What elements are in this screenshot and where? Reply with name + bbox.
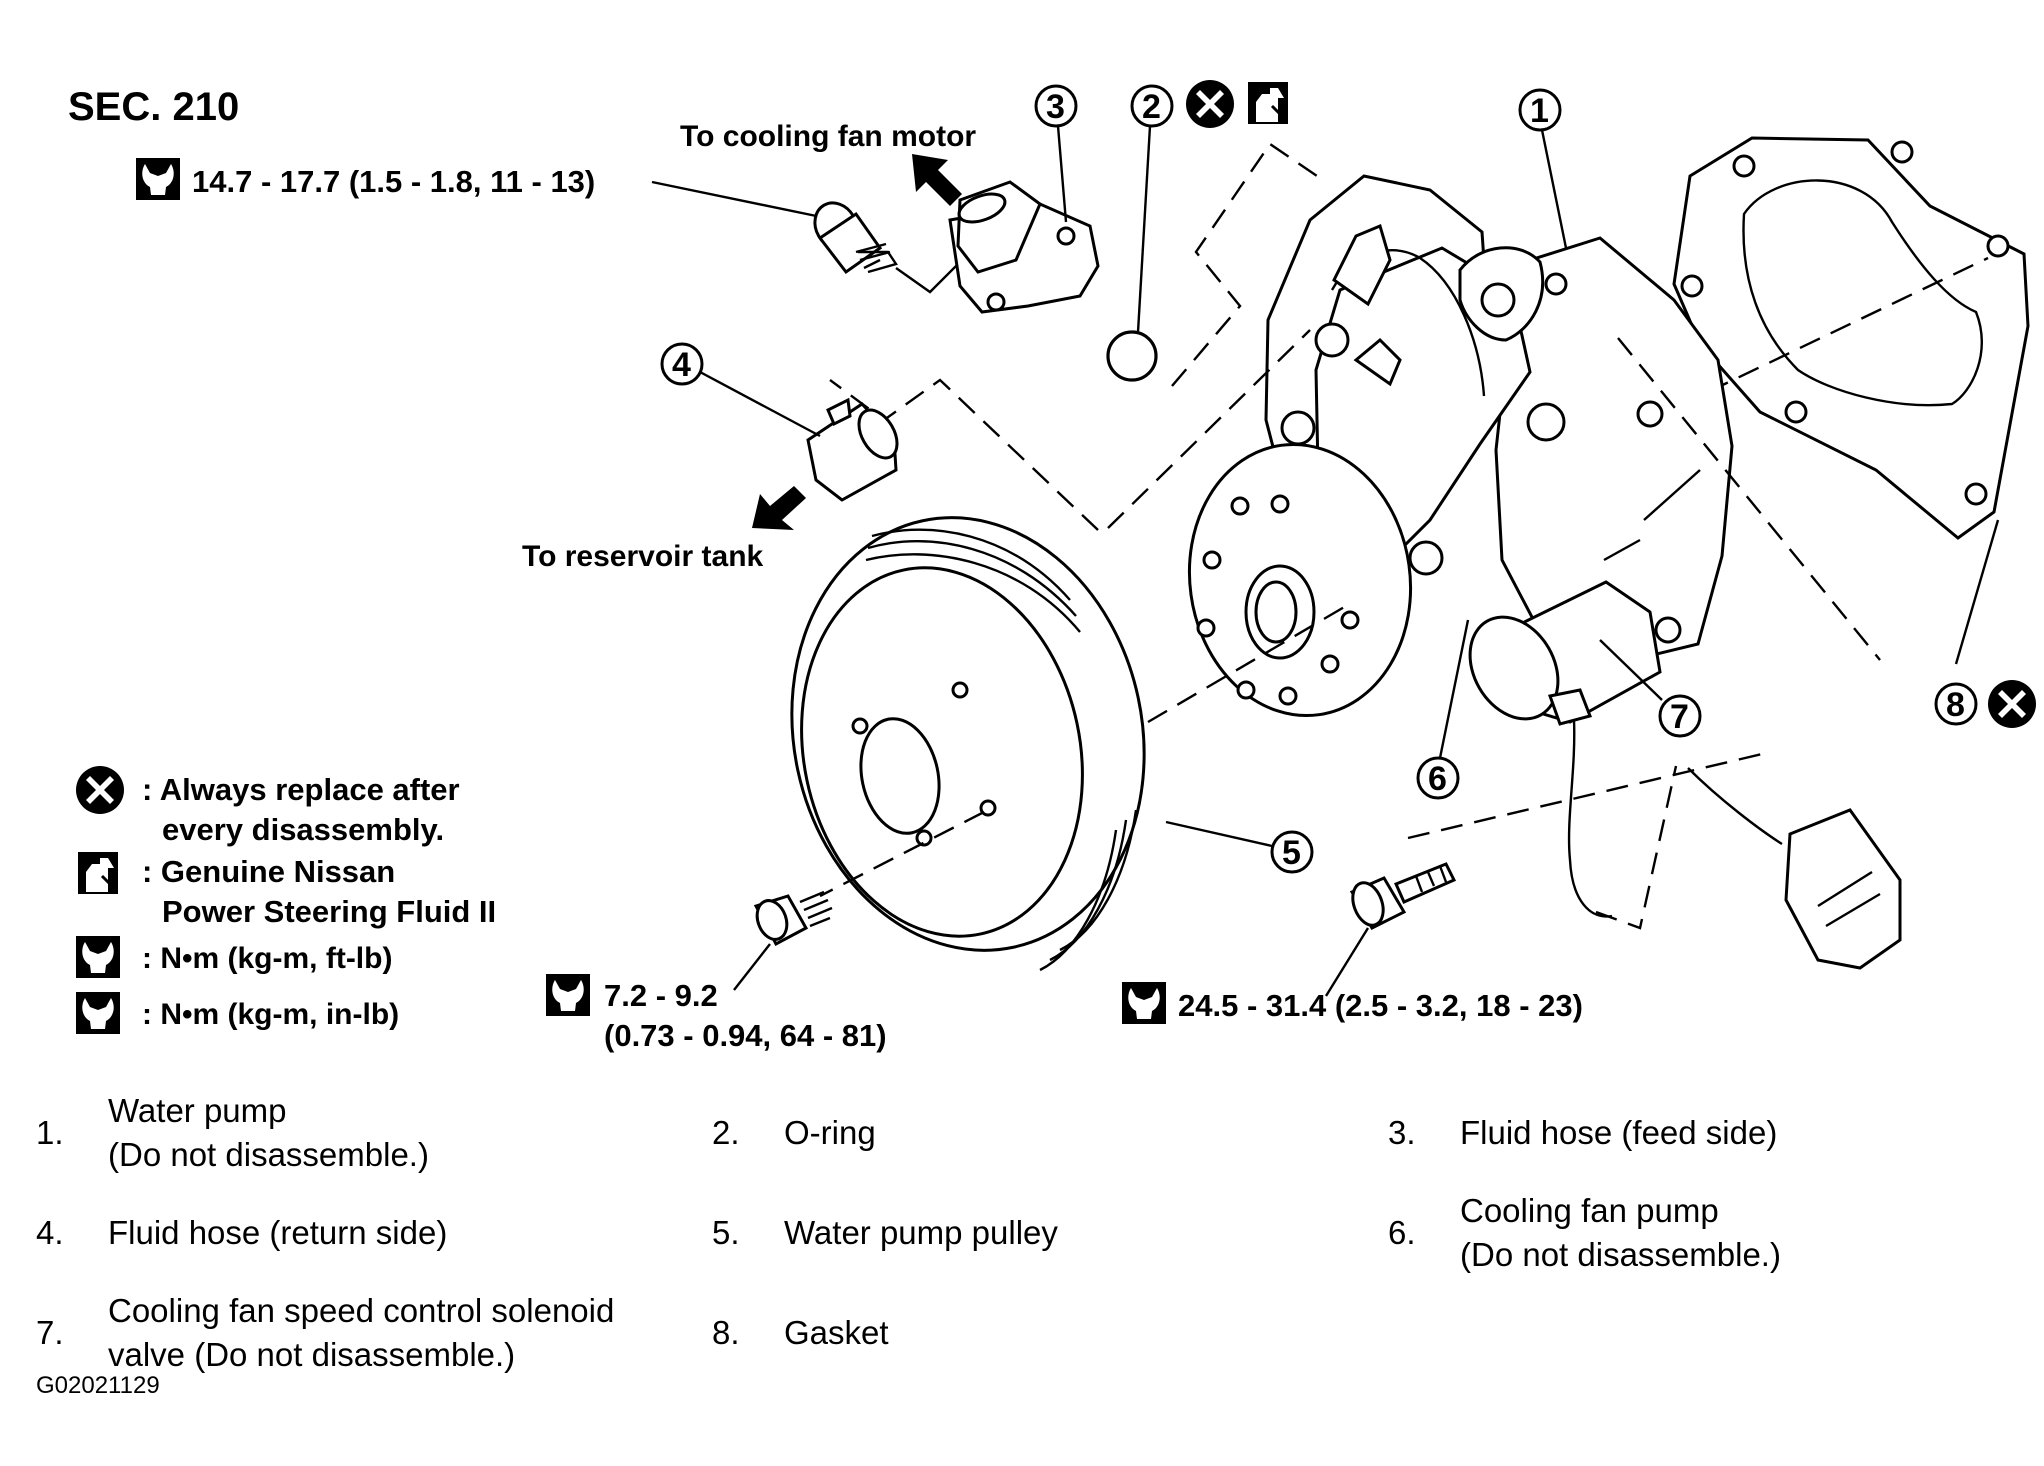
callout-7-label: 7 xyxy=(1670,698,1689,736)
callout-1 xyxy=(1518,88,1562,132)
legend-fluid-line1: : Genuine Nissan xyxy=(142,854,395,889)
legend-torque-inlb-icon xyxy=(76,992,120,1034)
legend-torque-ftlb: : N•m (kg-m, ft-lb) xyxy=(142,942,392,975)
legend-fluid-line2: Power Steering Fluid II xyxy=(162,894,496,929)
callout-2 xyxy=(1130,84,1174,128)
part-note: (Do not disassemble.) xyxy=(1460,1236,1781,1273)
part-number: 5. xyxy=(712,1214,740,1251)
legend-torque-ftlb-icon xyxy=(76,936,120,978)
legend-fluid-can-icon xyxy=(76,850,120,896)
part-name: Cooling fan pump xyxy=(1460,1192,1719,1229)
pulley-bolt xyxy=(753,890,833,947)
connector xyxy=(1687,767,1902,970)
torque-pulley-line2: (0.73 - 0.94, 64 - 81) xyxy=(604,1018,887,1053)
hose-bolt-upper xyxy=(813,201,898,275)
part-number: 6. xyxy=(1388,1214,1416,1251)
section-title: SEC. 210 xyxy=(68,85,239,129)
legend-replace-x-icon xyxy=(76,766,124,814)
part-number: 4. xyxy=(36,1214,64,1251)
replace-x-icon-gasket xyxy=(1988,680,2036,728)
torque-wrench-icon xyxy=(136,158,180,200)
callout-1-label: 1 xyxy=(1530,92,1549,130)
part-name: Fluid hose (return side) xyxy=(108,1214,448,1251)
part-note: valve (Do not disassemble.) xyxy=(108,1336,516,1373)
water-pump-pulley xyxy=(790,516,1146,972)
legend-replace-line1: : Always replace after xyxy=(142,772,460,807)
o-ring xyxy=(1106,330,1158,382)
replace-x-icon xyxy=(1186,80,1234,128)
label-to-cooling-fan-motor: To cooling fan motor xyxy=(680,120,976,153)
legend-torque-inlb: : N•m (kg-m, in-lb) xyxy=(142,998,399,1031)
torque-pump: 24.5 - 31.4 (2.5 - 3.2, 18 - 23) xyxy=(1178,988,1583,1023)
part-note: (Do not disassemble.) xyxy=(108,1136,429,1173)
fluid-can-icon xyxy=(1246,80,1290,126)
callout-3 xyxy=(1034,84,1078,128)
part-name: Fluid hose (feed side) xyxy=(1460,1114,1778,1151)
torque-wrench-icon-pump xyxy=(1122,982,1166,1024)
callout-8 xyxy=(1934,682,1978,726)
callout-6-label: 6 xyxy=(1428,760,1447,798)
fluid-hose-feed xyxy=(948,180,1100,314)
callout-4-label: 4 xyxy=(672,346,691,384)
callout-2-label: 2 xyxy=(1142,88,1161,126)
part-name: Water pump xyxy=(108,1092,287,1129)
parts-list: 1. Water pump (Do not disassemble.) 2. O… xyxy=(0,1060,2044,1400)
part-name: Gasket xyxy=(784,1314,889,1351)
callout-8-label: 8 xyxy=(1946,686,1965,724)
callout-5 xyxy=(1270,830,1314,874)
part-number: 8. xyxy=(712,1314,740,1351)
part-number: 3. xyxy=(1388,1114,1416,1151)
callout-7 xyxy=(1658,694,1702,738)
pump-bolt xyxy=(1349,862,1457,930)
callout-3-label: 3 xyxy=(1046,88,1065,126)
figure-code: G02021129 xyxy=(36,1372,160,1399)
part-number: 7. xyxy=(36,1314,64,1351)
arrow-to-reservoir-icon xyxy=(752,486,806,530)
callout-4 xyxy=(660,342,704,386)
part-number: 2. xyxy=(712,1114,740,1151)
solenoid-valve xyxy=(1468,580,1662,918)
water-pump xyxy=(1494,236,1734,662)
part-name: Water pump pulley xyxy=(784,1214,1058,1251)
callout-5-label: 5 xyxy=(1282,834,1301,872)
arrow-to-fan-motor-icon xyxy=(912,154,962,206)
fluid-hose-return xyxy=(806,397,899,502)
torque-pulley-line1: 7.2 - 9.2 xyxy=(604,978,718,1013)
torque-bolt-3: 14.7 - 17.7 (1.5 - 1.8, 11 - 13) xyxy=(192,164,595,199)
part-number: 1. xyxy=(36,1114,64,1151)
legend-replace-line2: every disassembly. xyxy=(162,812,444,847)
torque-wrench-icon-pulley xyxy=(546,974,590,1016)
part-name: Cooling fan speed control solenoid xyxy=(108,1292,615,1329)
callout-6 xyxy=(1416,756,1460,800)
part-name: O-ring xyxy=(784,1114,876,1151)
label-to-reservoir-tank: To reservoir tank xyxy=(522,540,764,573)
